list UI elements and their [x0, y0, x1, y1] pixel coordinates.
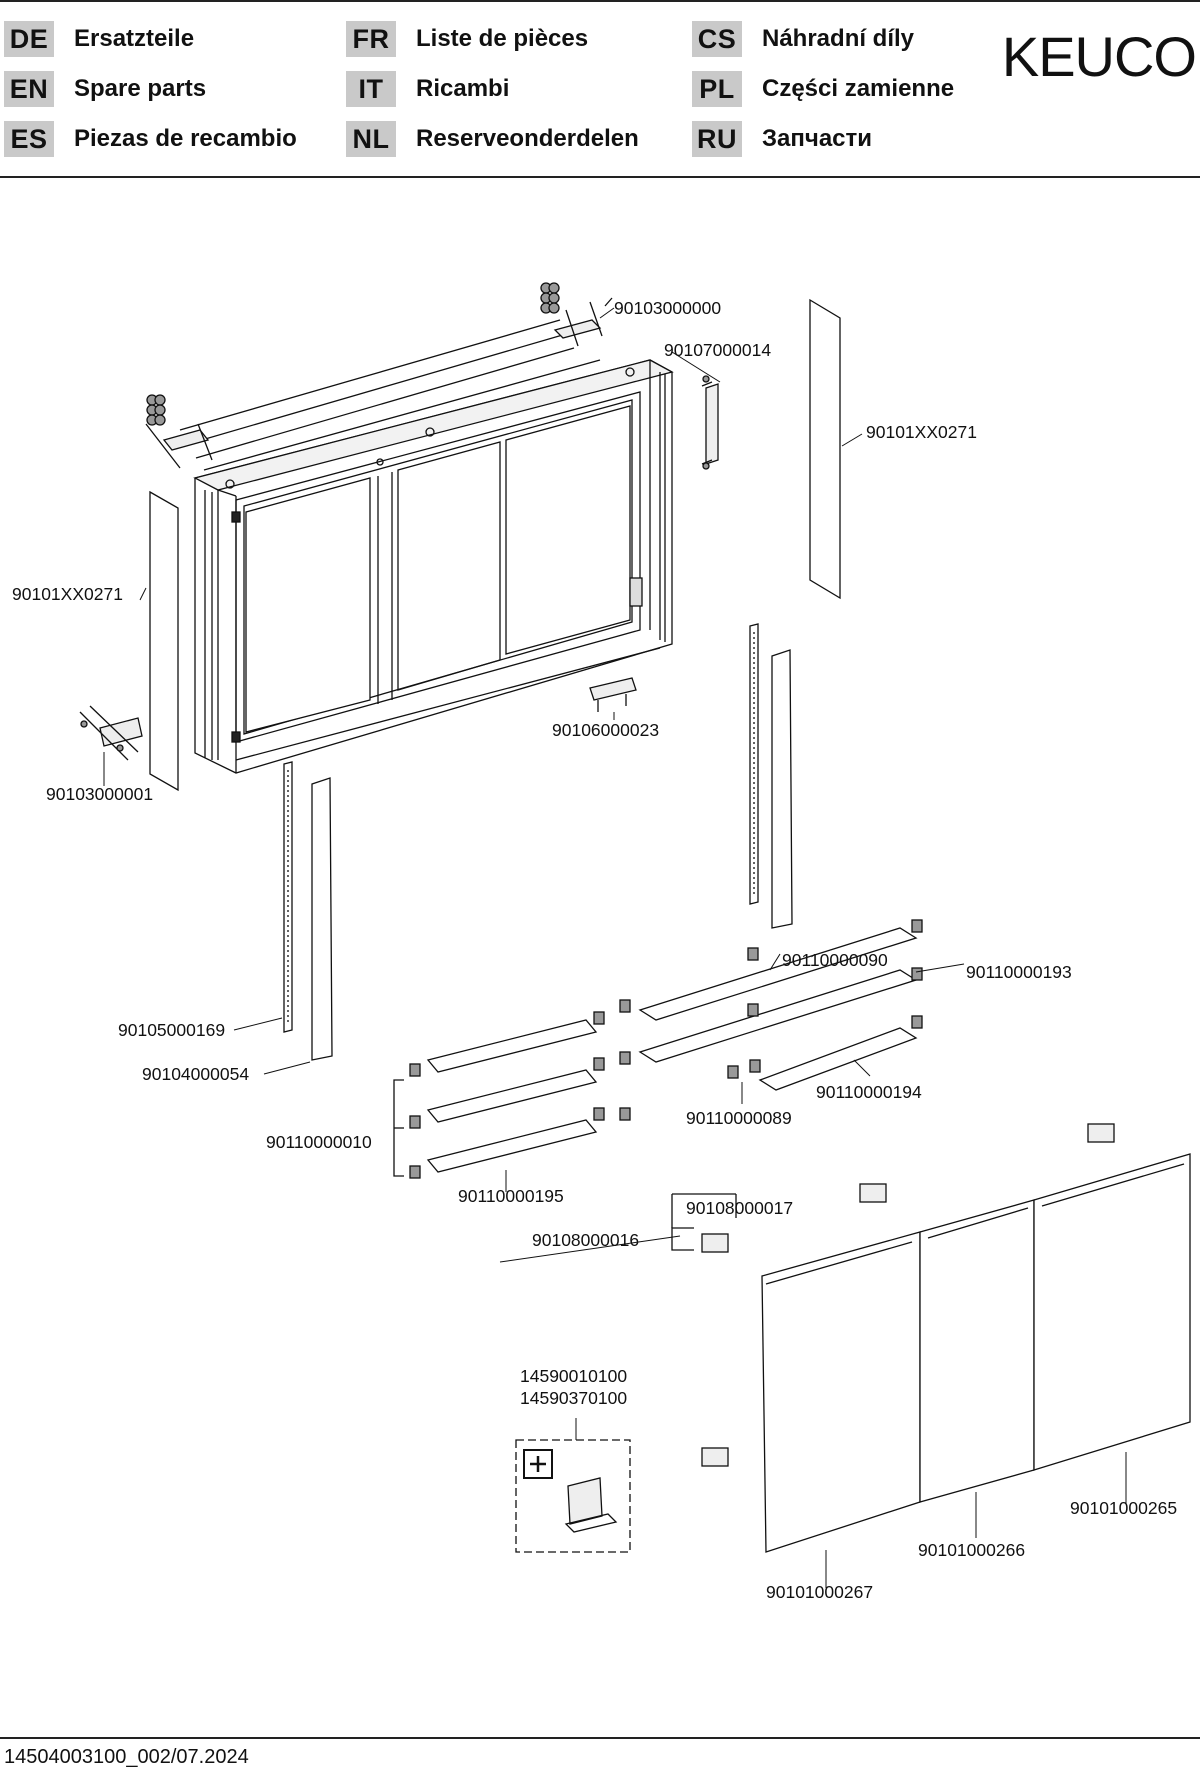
header: DE Ersatzteile EN Spare parts ES Piezas …: [0, 0, 1200, 180]
bracket-90103000001: [79, 705, 143, 761]
lang-en: EN Spare parts: [4, 70, 206, 108]
bracket-left-top: [145, 394, 213, 469]
lang-code: RU: [692, 121, 742, 157]
label-90104000054: 90104000054: [142, 1064, 249, 1084]
part-90107000014: [701, 375, 719, 470]
lang-code: FR: [346, 21, 396, 57]
footer: 14504003100_002/07.2024: [0, 1737, 1200, 1771]
label-90110000193: 90110000193: [966, 962, 1072, 982]
bracket-90103000000: [540, 282, 613, 347]
side-mirror-left: [149, 490, 179, 792]
mirror-doors: [761, 1153, 1191, 1553]
label-90106000023: 90106000023: [552, 720, 659, 740]
lang-title: Spare parts: [74, 75, 207, 102]
side-mirror-right: [809, 298, 841, 600]
document-number: 14504003100_002/07.2024: [4, 1746, 249, 1768]
brand-logo: KEUCO: [1001, 25, 1197, 88]
lang-title: Запчасти: [762, 125, 873, 152]
label-90101XX0271-right: 90101XX0271: [866, 422, 977, 442]
label-14590370100: 14590370100: [520, 1388, 627, 1408]
lang-cs: CS Náhradní díly: [692, 20, 914, 58]
lang-pl: PL Części zamienne: [692, 70, 954, 108]
lang-ru: RU Запчасти: [692, 120, 872, 158]
footer-rule: [0, 1737, 1200, 1739]
cabinet-body: [193, 359, 674, 774]
lang-title: Reserveonderdelen: [416, 125, 639, 152]
lang-nl: NL Reserveonderdelen: [346, 120, 639, 158]
lang-de: DE Ersatzteile: [4, 20, 194, 58]
lang-code: ES: [4, 121, 54, 157]
lang-code: PL: [692, 71, 742, 107]
hinges: [671, 1123, 1115, 1467]
label-14590010100: 14590010100: [520, 1366, 627, 1386]
label-90103000001: 90103000001: [46, 784, 153, 804]
lang-es: ES Piezas de recambio: [4, 120, 297, 158]
shelves-right: [619, 919, 923, 1121]
label-90108000017: 90108000017: [686, 1198, 793, 1218]
label-90110000089: 90110000089: [686, 1108, 792, 1128]
lang-code: DE: [4, 21, 54, 57]
label-90110000010: 90110000010: [266, 1132, 372, 1152]
mounting-rail-top: [179, 319, 601, 471]
lang-title: Ersatzteile: [74, 25, 195, 52]
lang-it: IT Ricambi: [346, 70, 509, 108]
lang-title: Liste de pièces: [416, 25, 589, 52]
label-90101000265: 90101000265: [1070, 1498, 1177, 1518]
label-90105000169: 90105000169: [118, 1020, 225, 1040]
lang-title: Náhradní díly: [762, 25, 915, 52]
label-90101XX0271-left: 90101XX0271: [12, 584, 123, 604]
label-90110000194: 90110000194: [816, 1082, 922, 1102]
leader-lines: [103, 307, 1127, 1588]
label-90101000267: 90101000267: [766, 1582, 873, 1602]
label-90110000195: 90110000195: [458, 1186, 564, 1206]
lang-code: CS: [692, 21, 742, 57]
lang-code: EN: [4, 71, 54, 107]
label-90110000090: 90110000090: [782, 950, 888, 970]
lang-title: Części zamienne: [762, 75, 955, 102]
top-rule: [0, 0, 1200, 2]
lang-code: NL: [346, 121, 396, 157]
exploded-parts-drawing: 90103000000 90107000014 90101XX0271 9010…: [12, 282, 1191, 1602]
shelves-left: [393, 1011, 605, 1179]
lang-code: IT: [346, 71, 396, 107]
label-90103000000: 90103000000: [614, 298, 721, 318]
bracket-90106000023: [589, 677, 637, 712]
header-divider: [0, 176, 1200, 178]
accessory-box: [515, 1439, 631, 1553]
lang-title: Ricambi: [416, 75, 510, 102]
label-90107000014: 90107000014: [664, 340, 771, 360]
label-90101000266: 90101000266: [918, 1540, 1025, 1560]
lang-fr: FR Liste de pièces: [346, 20, 588, 58]
strip-right: [749, 623, 793, 929]
label-90108000016: 90108000016: [532, 1230, 639, 1250]
lang-title: Piezas de recambio: [74, 125, 297, 152]
strip-left: [283, 761, 333, 1061]
